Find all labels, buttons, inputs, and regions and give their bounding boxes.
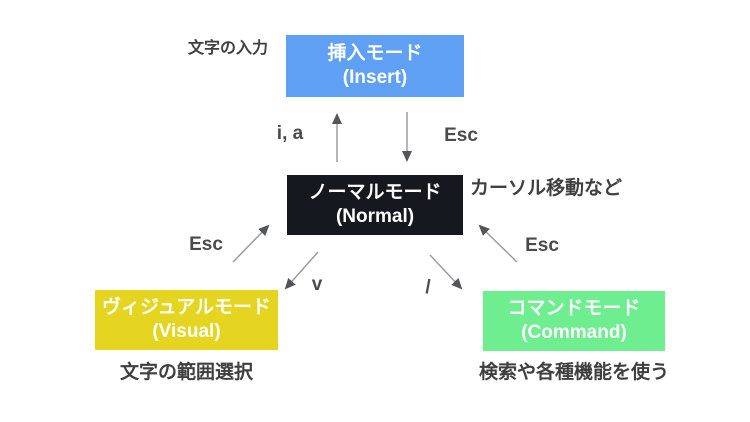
command-mode-label-jp: コマンドモード [507, 298, 641, 320]
annotation-normal-mode: カーソル移動など [470, 178, 623, 199]
node-insert-mode: 挿入モード (Insert) [286, 35, 464, 97]
key-label-command-enter: / [425, 277, 431, 298]
command-mode-label-en: (Command) [521, 322, 627, 343]
annotation-insert-mode: 文字の入力 [187, 40, 268, 57]
insert-mode-label-en: (Insert) [342, 67, 408, 88]
key-label-insert-exit: Esc [444, 125, 478, 146]
key-label-visual-exit: Esc [189, 234, 223, 255]
node-command-mode: コマンドモード (Command) [483, 291, 665, 351]
insert-mode-label-jp: 挿入モード [327, 43, 423, 65]
arrow-visual-to-normal-icon [232, 224, 270, 263]
visual-mode-label-en: (Visual) [152, 321, 221, 342]
normal-mode-label-jp: ノーマルモード [308, 182, 442, 204]
node-normal-mode: ノーマルモード (Normal) [287, 175, 463, 235]
normal-mode-label-en: (Normal) [335, 206, 415, 227]
key-label-insert-enter: i, a [276, 123, 304, 144]
arrow-normal-to-command-icon [429, 254, 463, 290]
key-label-command-exit: Esc [525, 235, 559, 256]
annotation-command-mode: 検索や各種機能を使う [478, 362, 669, 383]
visual-mode-label-jp: ヴィジュアルモード [101, 297, 272, 319]
node-visual-mode: ヴィジュアルモード (Visual) [95, 290, 278, 350]
key-label-visual-enter: v [311, 274, 323, 295]
annotation-visual-mode: 文字の範囲選択 [119, 362, 253, 383]
arrow-command-to-normal-icon [478, 224, 518, 263]
